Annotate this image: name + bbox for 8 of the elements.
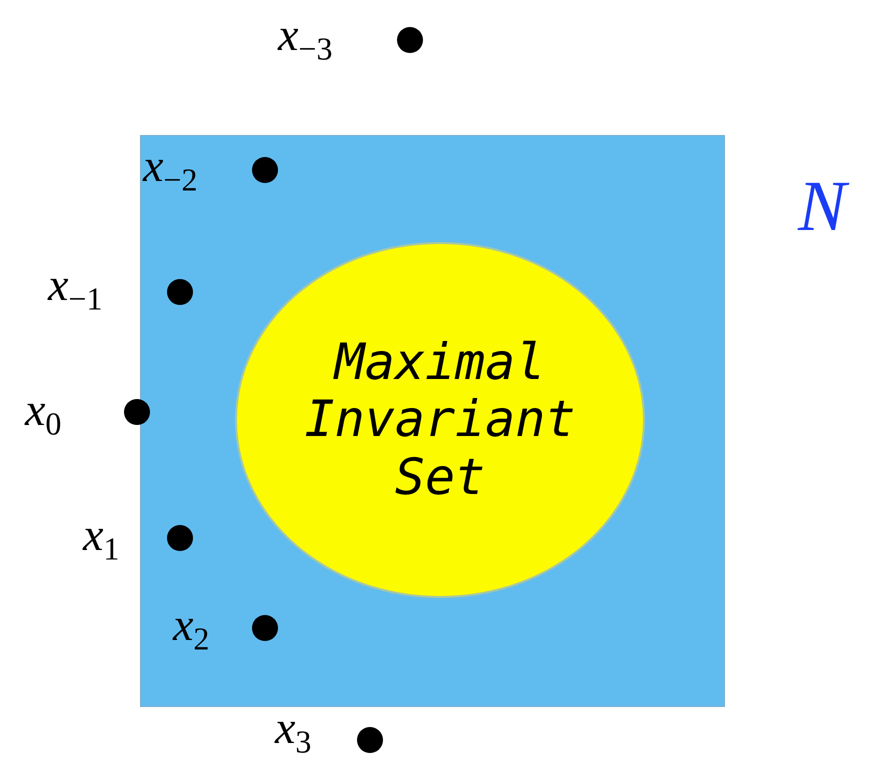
point-label: x$_{3}$ <box>275 705 312 758</box>
point-label: x$_{−1}$ <box>48 262 102 315</box>
point-label: x$_{−2}$ <box>143 143 198 196</box>
point-label: x$_{−3}$ <box>278 12 332 65</box>
point-label: x$_{0}$ <box>25 387 62 440</box>
set-label: Maximal Invariant Set <box>304 334 576 506</box>
point-label: x$_{1}$ <box>83 512 120 565</box>
point-label: x$_{2}$ <box>173 602 210 655</box>
